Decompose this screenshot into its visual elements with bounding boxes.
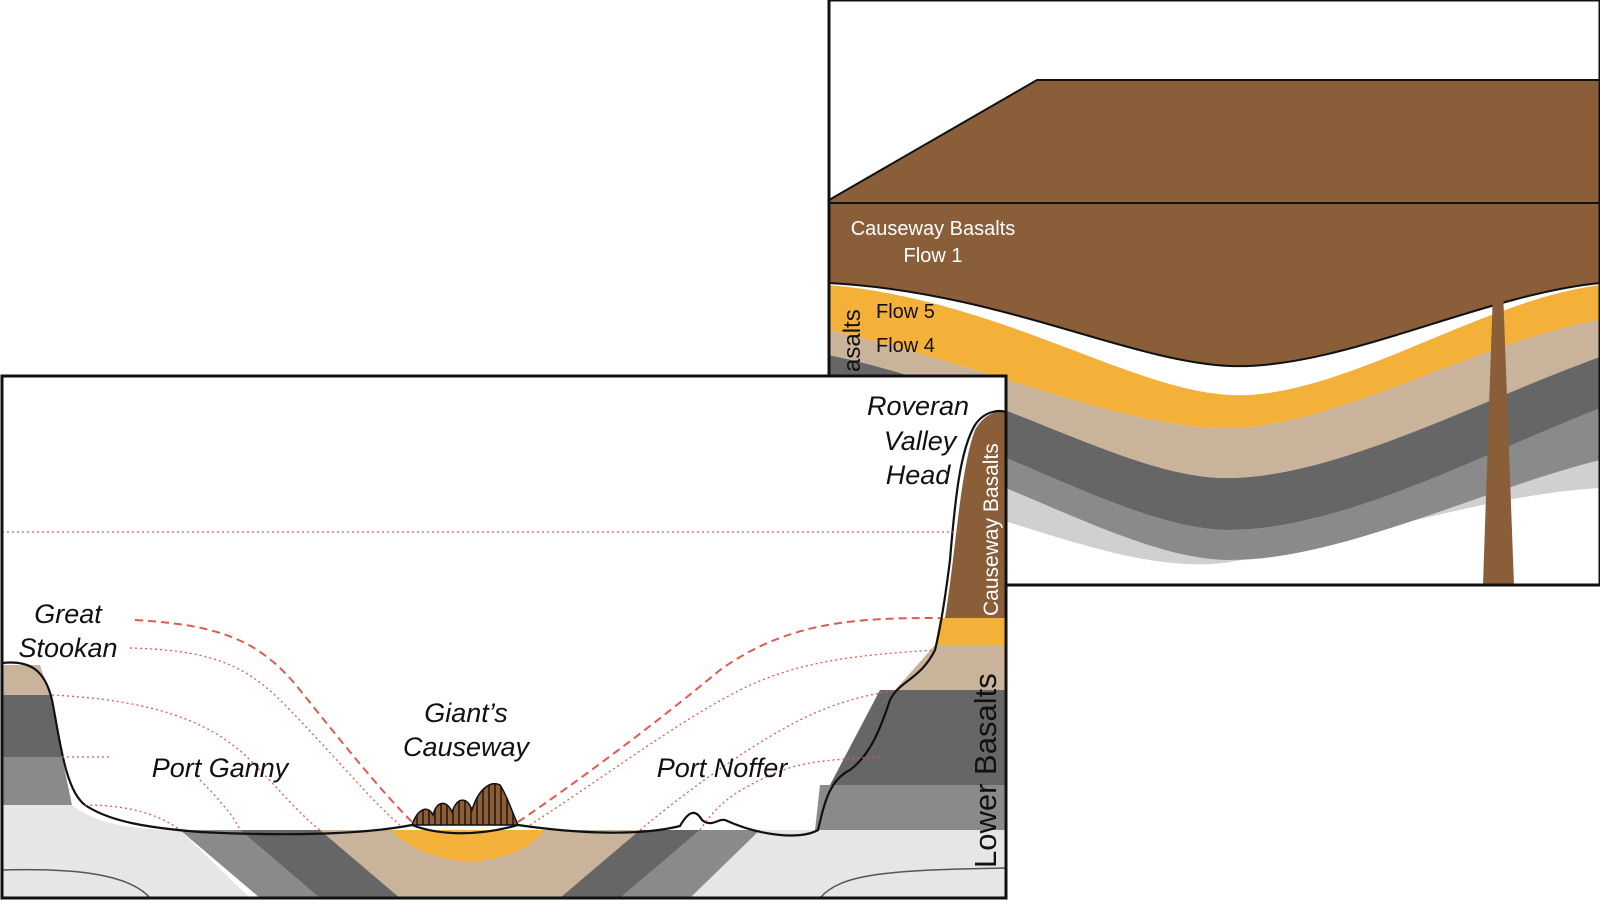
right-brown-causeway-basalts bbox=[945, 411, 1006, 618]
giants-causeway-orange bbox=[390, 830, 545, 862]
great-stookan-label-line2: Stookan bbox=[18, 633, 117, 663]
stratum-orange-flow5 bbox=[829, 285, 1600, 429]
cross-section-panel-bottom: Roveran Valley Head Great Stookan Port G… bbox=[2, 376, 1006, 898]
left-mid-gray bbox=[2, 757, 72, 805]
valley-mid-gray bbox=[180, 830, 320, 898]
causeway-basalts-vertical-label: Causeway Basalts bbox=[980, 443, 1003, 616]
port-ganny-label: Port Ganny bbox=[152, 753, 290, 783]
left-inner-line bbox=[2, 868, 151, 898]
left-light-gray bbox=[2, 805, 250, 898]
flow1-label-line2: Flow 1 bbox=[904, 245, 963, 267]
right-dark-gray bbox=[830, 690, 1006, 785]
flow1-label-line1: Causeway Basalts bbox=[851, 218, 1016, 240]
giants-causeway-label-line1: Giant’s bbox=[424, 698, 508, 728]
great-stookan-label-line1: Great bbox=[34, 599, 103, 629]
right-tan bbox=[895, 645, 1006, 690]
valley-mid-gray-right bbox=[620, 830, 760, 898]
right-orange bbox=[935, 618, 1006, 645]
reconstruction-dark-dotted bbox=[51, 689, 896, 831]
roveran-label-line1: Roveran bbox=[867, 391, 969, 421]
valley-dark-gray-right bbox=[560, 830, 700, 898]
stratum-dark-gray bbox=[829, 355, 1600, 530]
right-light-gray bbox=[690, 830, 1006, 898]
bottom-panel-frame bbox=[0, 374, 1008, 900]
reconstruction-light-dotted bbox=[84, 804, 181, 831]
flow4-label: Flow 4 bbox=[876, 335, 935, 357]
ground-surface bbox=[2, 409, 1006, 837]
right-inner-line bbox=[819, 867, 1006, 898]
stratum-pale-gray bbox=[829, 470, 1600, 585]
left-edge-vertical-label: asalts bbox=[839, 309, 866, 372]
flow5-label: Flow 5 bbox=[876, 301, 935, 323]
top-panel-frame bbox=[827, 0, 1600, 587]
lower-basalts-vertical-label: Lower Basalts bbox=[968, 673, 1003, 868]
giants-causeway-label-line2: Causeway bbox=[403, 732, 531, 762]
left-dark-gray bbox=[2, 695, 62, 757]
reconstruction-tan-dotted bbox=[129, 647, 936, 826]
reconstruction-mid-dotted bbox=[62, 756, 881, 831]
causeway-columns bbox=[410, 783, 520, 826]
stratum-brown-flow1 bbox=[829, 79, 1600, 368]
port-noffer-label: Port Noffer bbox=[657, 753, 789, 783]
dike bbox=[1483, 290, 1514, 585]
valley-dark-gray bbox=[240, 830, 400, 898]
valley-tan bbox=[320, 830, 640, 898]
reconstruction-orange-dashed bbox=[134, 617, 941, 823]
right-mid-gray bbox=[815, 785, 1006, 830]
stratum-mid-gray bbox=[829, 395, 1600, 560]
roveran-label-line3: Head bbox=[886, 460, 952, 490]
roveran-label-line2: Valley bbox=[884, 426, 958, 456]
